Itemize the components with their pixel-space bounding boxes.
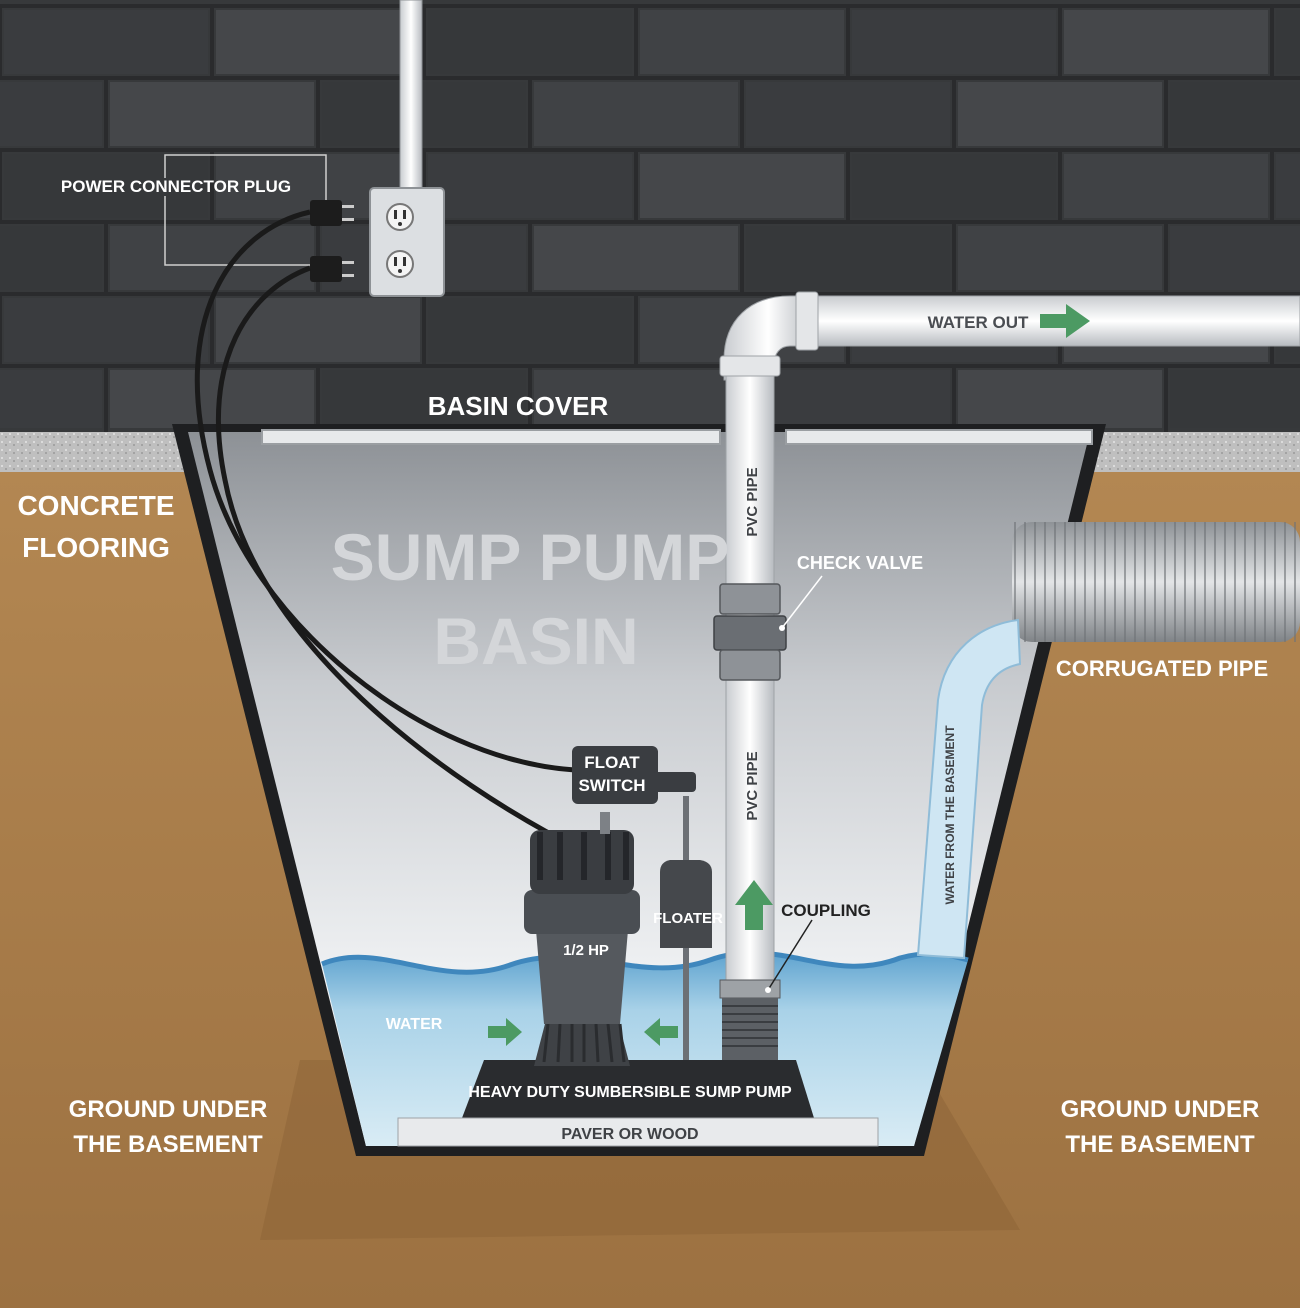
water-label: WATER (386, 1016, 443, 1033)
float-switch-label-line1: FLOAT (584, 753, 640, 772)
pvc-pipe-lower-label: PVC PIPE (744, 751, 761, 820)
brick-wall (0, 0, 1300, 432)
pump-rating-label: 1/2 HP (563, 942, 609, 959)
corrugated-pipe-label: CORRUGATED PIPE (1056, 656, 1268, 681)
coupling-leader (767, 919, 813, 991)
upward-flow-arrow-icon (735, 880, 773, 930)
water-out-label: WATER OUT (928, 313, 1029, 332)
basin-title-line1: SUMP PUMP (331, 520, 730, 594)
basin-title-line2: BASIN (433, 604, 638, 678)
basin-cover-label: BASIN COVER (428, 391, 609, 421)
water-out-arrow-icon (1040, 304, 1090, 338)
coupling-leader-dot (765, 987, 771, 993)
ground-right-label-line1: GROUND UNDER (1061, 1096, 1260, 1123)
pipe-coupling (719, 979, 781, 1060)
water-from-basement-label: WATER FROM THE BASEMENT (943, 725, 957, 905)
check-valve (713, 583, 787, 681)
outlet-upper-icon (386, 203, 414, 231)
basin-cover (261, 429, 1093, 445)
check-valve-label: CHECK VALVE (797, 553, 923, 573)
float-switch-box (572, 746, 696, 804)
check-valve-leader (781, 575, 823, 629)
ground-left-label-line2: THE BASEMENT (73, 1131, 263, 1158)
power-plug-upper-icon (310, 200, 354, 226)
check-valve-leader-dot (779, 625, 785, 631)
pvc-pipe-upper-label: PVC PIPE (744, 467, 761, 536)
power-cables (194, 209, 587, 855)
ground-left-label-line1: GROUND UNDER (69, 1096, 268, 1123)
coupling-label: COUPLING (781, 901, 871, 920)
power-plug-lower-icon (310, 256, 354, 282)
floater-label: FLOATER (653, 910, 723, 927)
inflow-water-stream (916, 618, 1022, 960)
concrete-flooring-label-line2: FLOORING (22, 532, 170, 563)
pump-base-label: HEAVY DUTY SUMBERSIBLE SUMP PUMP (468, 1084, 792, 1101)
concrete-flooring-label-line1: CONCRETE (17, 490, 174, 521)
plug-label-leader (164, 154, 327, 266)
pump-base (462, 1060, 814, 1118)
paver-label: PAVER OR WOOD (561, 1126, 698, 1143)
outlet-lower-icon (386, 250, 414, 278)
sump-pump-body (524, 812, 640, 1066)
inflow-arrow-left-icon (488, 1018, 522, 1046)
water-surface-line (321, 950, 969, 975)
ground-right-label-line2: THE BASEMENT (1065, 1131, 1255, 1158)
floater (660, 860, 712, 948)
inflow-arrow-right-icon (644, 1018, 678, 1046)
power-connector-plug-label: POWER CONNECTOR PLUG (61, 177, 291, 196)
paver-block (397, 1117, 879, 1147)
corrugated-pipe (1012, 522, 1300, 642)
float-switch-label-line2: SWITCH (578, 776, 645, 795)
conduit-and-outlet (369, 0, 445, 297)
